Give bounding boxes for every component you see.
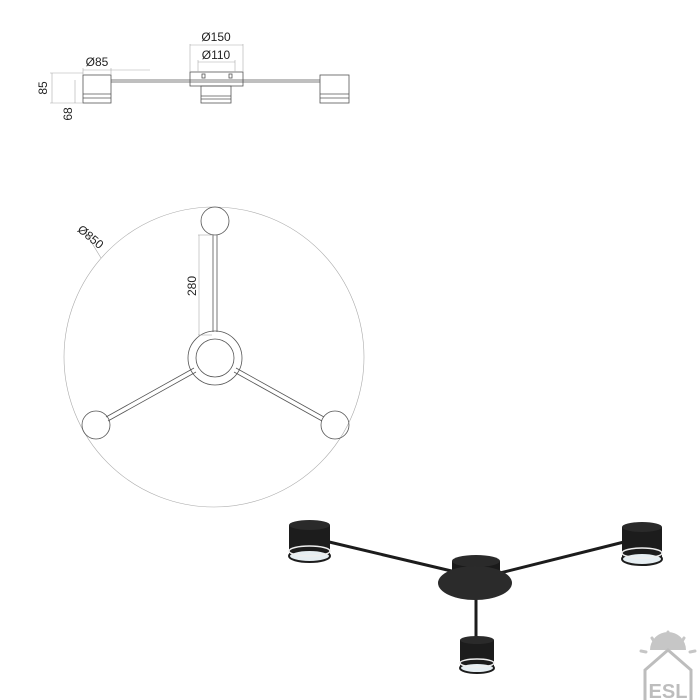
dim-line	[83, 229, 102, 259]
logo-text: ESL	[649, 681, 688, 700]
plan-arm-right	[233, 371, 323, 422]
dim-arm-length: 280	[185, 276, 199, 296]
render-arm-right	[499, 539, 629, 575]
render-canopy-top	[452, 555, 500, 567]
sun-rays-icon	[639, 630, 697, 654]
side-lamp-center	[200, 85, 232, 104]
product-render	[288, 520, 663, 674]
dim-lamp-height: 68	[61, 107, 75, 121]
dim-overall-diameter: Ø850	[75, 222, 107, 252]
lamp-ring	[459, 658, 495, 668]
lamp-top	[289, 520, 330, 530]
plan-canopy-outer	[187, 330, 243, 386]
render-canopy-plate	[438, 566, 512, 600]
esl-logo: ESL	[639, 630, 697, 700]
side-lamp-right	[319, 74, 350, 104]
house-icon	[643, 648, 693, 700]
side-lamp-left	[82, 74, 112, 104]
side-canopy	[189, 71, 244, 87]
plan-arm-left	[107, 371, 197, 422]
plan-canopy-inner	[195, 338, 235, 378]
sun-icon	[650, 632, 686, 650]
dim-canopy-inner: Ø110	[202, 48, 231, 62]
screw-mark	[228, 73, 233, 79]
lamp-ring	[621, 547, 663, 559]
plan-arm-left	[105, 367, 195, 418]
lamp-lens	[459, 662, 495, 674]
lamp-ring	[288, 545, 331, 557]
lamp-top	[460, 636, 494, 644]
lamp-lens	[621, 552, 663, 566]
plan-arm-right	[235, 367, 325, 418]
dim-canopy-outer: Ø150	[201, 30, 231, 44]
screw-mark	[201, 73, 206, 79]
plan-lamp-top	[200, 206, 230, 236]
render-arm-left	[324, 539, 461, 575]
render-lamp-bottom	[459, 636, 495, 674]
plan-view: 280 Ø850	[63, 206, 365, 508]
dim-total-height: 85	[36, 81, 50, 95]
overall-diameter-circle	[63, 206, 365, 508]
plan-lamp-left	[81, 410, 111, 440]
side-view: Ø150 Ø110 Ø85 85 68	[36, 30, 350, 121]
render-lamp-right	[621, 522, 663, 566]
lamp-top	[622, 522, 662, 532]
plan-lamp-right	[320, 410, 350, 440]
dim-lamp-diameter: Ø85	[86, 55, 109, 69]
render-lamp-left	[288, 520, 331, 563]
